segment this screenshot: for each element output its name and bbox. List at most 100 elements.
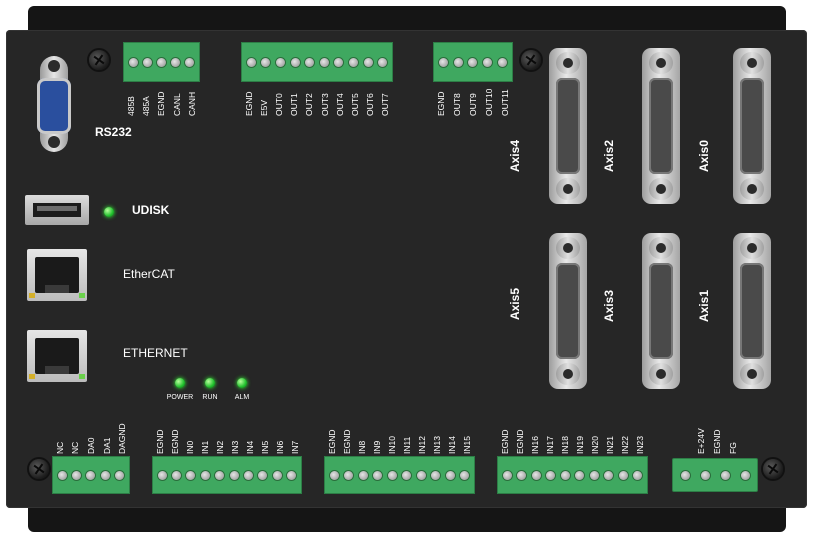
terminal-screw-icon — [498, 57, 508, 67]
terminal-screw-icon — [261, 57, 271, 67]
terminal-screw-icon — [700, 470, 710, 480]
terminal-screw-icon — [680, 470, 690, 480]
terminal-pin-label: OUT4 — [334, 93, 345, 116]
terminal-screw-icon — [156, 57, 166, 67]
terminal-pin-label: IN17 — [544, 436, 555, 454]
axis5-connector[interactable] — [549, 233, 587, 389]
terminal-screw-icon — [186, 470, 196, 480]
terminal-screw-icon — [546, 470, 556, 480]
terminal-screw-icon — [171, 57, 181, 67]
terminal-pin-label: IN11 — [402, 436, 413, 454]
terminal-screw-icon — [431, 470, 441, 480]
terminal-screw-icon — [100, 470, 110, 480]
terminal-pin-label: DA1 — [101, 437, 112, 454]
axis0-connector[interactable] — [733, 48, 771, 204]
terminal-pin-label: 485B — [125, 96, 136, 116]
terminal-pin-label: 485A — [141, 96, 152, 116]
terminal-pin-label: EGND — [154, 429, 165, 454]
terminal-pin-label: OUT7 — [380, 93, 391, 116]
terminal-screw-icon — [402, 470, 412, 480]
axis4-label: Axis4 — [508, 140, 522, 173]
ethernet-port[interactable] — [27, 330, 87, 382]
terminal-screw-icon — [460, 470, 470, 480]
ethercat-port[interactable] — [27, 249, 87, 301]
input-terminal-block-b[interactable] — [324, 456, 475, 494]
terminal-screw-icon — [373, 470, 383, 480]
terminal-pin-label: OUT11 — [500, 89, 510, 116]
rs232-connector[interactable] — [34, 56, 74, 152]
terminal-screw-icon — [86, 470, 96, 480]
terminal-pin-label: IN23 — [635, 436, 646, 454]
axis3-connector[interactable] — [642, 233, 680, 389]
terminal-screw-icon — [305, 57, 315, 67]
usb-port[interactable] — [25, 195, 89, 225]
ethernet-label: ETHERNET — [123, 346, 188, 360]
alm-led — [237, 378, 247, 388]
power-terminal-block[interactable] — [672, 458, 758, 492]
terminal-pin-label: NC — [70, 441, 81, 454]
ethercat-label: EtherCAT — [123, 267, 175, 281]
axis4-connector[interactable] — [549, 48, 587, 204]
screw-icon — [29, 459, 49, 479]
udisk-status-led — [104, 207, 114, 217]
terminal-pin-label: IN0 — [184, 440, 195, 454]
terminal-screw-icon — [348, 57, 358, 67]
terminal-pin-label: IN10 — [386, 436, 397, 454]
terminal-screw-icon — [720, 470, 730, 480]
terminal-pin-label: IN1 — [199, 440, 210, 454]
terminal-pin-label: EGND — [499, 429, 510, 454]
terminal-screw-icon — [229, 470, 239, 480]
terminal-pin-label: CANH — [187, 91, 198, 116]
terminal-screw-icon — [334, 57, 344, 67]
terminal-pin-label: IN2 — [214, 440, 225, 454]
terminal-screw-icon — [185, 57, 195, 67]
terminal-screw-icon — [215, 470, 225, 480]
terminal-pin-label: EGND — [243, 91, 254, 116]
terminal-screw-icon — [319, 57, 329, 67]
terminal-pin-label: EGND — [436, 91, 446, 116]
terminal-screw-icon — [378, 57, 388, 67]
terminal-pin-label: DA0 — [85, 437, 96, 454]
axis1-connector[interactable] — [733, 233, 771, 389]
terminal-pin-label: IN20 — [590, 436, 601, 454]
input-terminal-block-c[interactable] — [497, 456, 648, 494]
terminal-pin-label: IN5 — [259, 440, 270, 454]
terminal-screw-icon — [438, 57, 448, 67]
axis2-label: Axis2 — [602, 140, 616, 173]
terminal-pin-label: E5V — [258, 99, 269, 116]
terminal-pin-label: OUT6 — [365, 93, 376, 116]
terminal-pin-label: IN21 — [605, 436, 616, 454]
terminal-pin-label: OUT9 — [468, 93, 478, 116]
terminal-screw-icon — [172, 470, 182, 480]
terminal-pin-label: OUT10 — [484, 88, 494, 116]
terminal-screw-icon — [128, 57, 138, 67]
can-terminal-block[interactable] — [123, 42, 200, 82]
alm-led-label: ALM — [234, 394, 250, 401]
terminal-screw-icon — [618, 470, 628, 480]
axis1-label: Axis1 — [697, 290, 711, 323]
output-terminal-block-a[interactable] — [241, 42, 393, 82]
power-led — [175, 378, 185, 388]
terminal-screw-icon — [344, 470, 354, 480]
terminal-screw-icon — [57, 470, 67, 480]
terminal-pin-label: IN12 — [417, 436, 428, 454]
terminal-pin-label: E+24V — [696, 428, 706, 454]
terminal-screw-icon — [531, 470, 541, 480]
terminal-pin-label: NC — [54, 441, 65, 454]
terminal-screw-icon — [157, 470, 167, 480]
terminal-pin-label: EGND — [341, 429, 352, 454]
terminal-screw-icon — [244, 470, 254, 480]
da-terminal-block[interactable] — [52, 456, 130, 494]
output-terminal-block-b[interactable] — [433, 42, 513, 82]
terminal-pin-label: OUT2 — [304, 93, 315, 116]
axis2-connector[interactable] — [642, 48, 680, 204]
input-terminal-block-a[interactable] — [152, 456, 302, 494]
terminal-screw-icon — [115, 470, 125, 480]
